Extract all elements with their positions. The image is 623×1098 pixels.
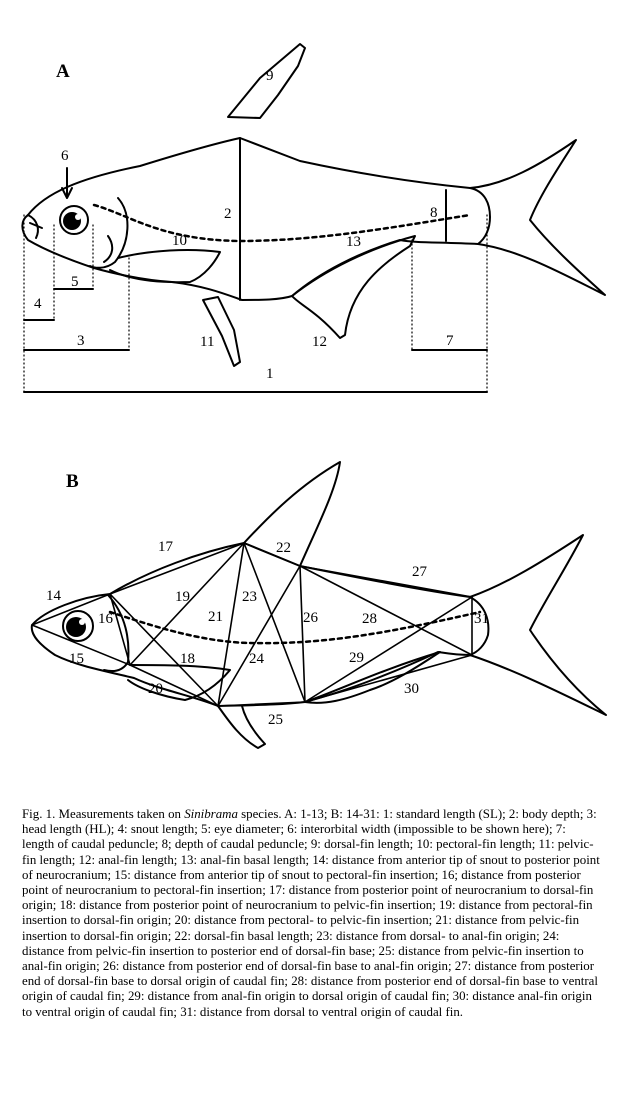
panel-b-label: B xyxy=(66,471,79,492)
label-13: 13 xyxy=(346,234,361,250)
caudal-fin-b xyxy=(469,534,607,716)
label-19: 19 xyxy=(175,589,190,605)
label-1: 1 xyxy=(266,366,274,382)
anal-fin-b xyxy=(304,651,441,704)
panel-b: B xyxy=(30,461,607,749)
label-2: 2 xyxy=(224,206,232,222)
label-30: 30 xyxy=(404,681,419,697)
caption-genus: Sinibrama xyxy=(184,807,238,821)
figure-caption: Fig. 1. Measurements taken on Sinibrama … xyxy=(22,807,600,1020)
panel-b-numbers: 14 15 16 17 18 19 20 21 22 23 24 25 26 2… xyxy=(46,539,489,728)
lateral-line-b xyxy=(108,610,482,645)
operculum-a xyxy=(89,197,129,269)
panel-a-label: A xyxy=(56,61,70,82)
pelvic-fin-a xyxy=(202,296,241,367)
pectoral-fin-a xyxy=(109,249,221,284)
label-26: 26 xyxy=(303,610,319,626)
label-28: 28 xyxy=(362,611,377,627)
anal-fin-a xyxy=(291,235,416,339)
panel-a-numbers: 1 2 3 4 5 6 7 8 9 10 11 12 13 xyxy=(34,68,454,382)
label-23: 23 xyxy=(242,589,257,605)
label-16: 16 xyxy=(98,611,114,627)
pelvic-fin-b xyxy=(217,705,266,749)
label-24: 24 xyxy=(249,651,265,667)
label-31: 31 xyxy=(474,611,489,627)
fish-b-body xyxy=(30,542,490,707)
label-20: 20 xyxy=(148,681,163,697)
label-29: 29 xyxy=(349,650,364,666)
label-4: 4 xyxy=(34,296,42,312)
label-18: 18 xyxy=(180,651,195,667)
lateral-line-a xyxy=(92,203,472,243)
label-12: 12 xyxy=(312,334,327,350)
label-8: 8 xyxy=(430,205,438,221)
label-6: 6 xyxy=(61,148,69,164)
caption-prefix: Fig. 1. Measurements taken on xyxy=(22,807,185,821)
caudal-fin-a xyxy=(469,139,606,296)
caption-body: species. A: 1-13; B: 14-31: 1: standard … xyxy=(22,807,600,1019)
dorsal-fin-a xyxy=(227,43,306,119)
measurement-figure: A xyxy=(21,43,607,749)
pectoral-fin-b xyxy=(127,664,231,701)
label-11: 11 xyxy=(200,334,214,350)
label-14: 14 xyxy=(46,588,62,604)
label-7: 7 xyxy=(446,333,454,349)
dorsal-fin-b xyxy=(243,461,341,567)
label-3: 3 xyxy=(77,333,85,349)
label-22: 22 xyxy=(276,540,291,556)
label-17: 17 xyxy=(158,539,174,555)
label-5: 5 xyxy=(71,274,79,290)
eye-b xyxy=(62,610,94,642)
label-21: 21 xyxy=(208,609,223,625)
label-25: 25 xyxy=(268,712,283,728)
label-15: 15 xyxy=(69,651,84,667)
fish-a-body xyxy=(21,137,491,301)
label-27: 27 xyxy=(412,564,428,580)
panel-a: A xyxy=(21,43,606,393)
label-10: 10 xyxy=(172,233,187,249)
label-9: 9 xyxy=(266,68,274,84)
truss-network xyxy=(31,542,473,707)
eye-a xyxy=(59,205,89,235)
